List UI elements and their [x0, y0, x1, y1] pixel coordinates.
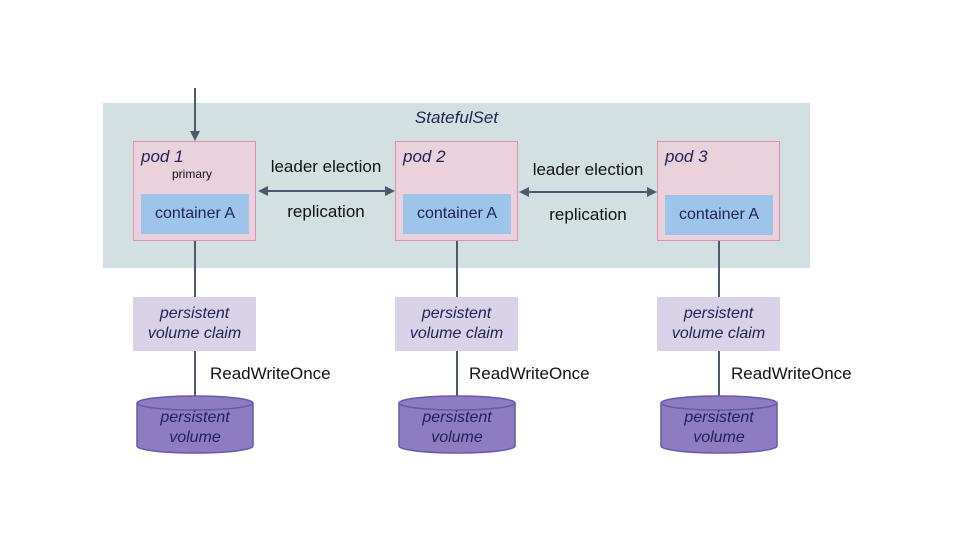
- persistent-volume-claim-3: persistent volume claim: [657, 297, 780, 351]
- pod-role-label: primary: [172, 167, 213, 181]
- pod-label: pod 2: [403, 147, 446, 166]
- persistent-volume-label: persistent volume: [422, 409, 492, 446]
- link-label-leader-election: leader election: [532, 160, 644, 179]
- container-box: container A: [665, 195, 773, 235]
- access-mode-label: ReadWriteOnce: [469, 364, 590, 383]
- pod-2: pod 2 container A: [395, 141, 518, 241]
- persistent-volume-label: persistent volume: [160, 409, 230, 446]
- container-box: container A: [141, 194, 249, 234]
- volume-cylinder-3: [660, 395, 778, 454]
- pod-label: pod 1: [141, 147, 184, 166]
- persistent-volume-label: persistent volume: [684, 409, 754, 446]
- persistent-volume-claim-2: persistent volume claim: [395, 297, 518, 351]
- container-box: container A: [403, 194, 511, 234]
- access-mode-label: ReadWriteOnce: [731, 364, 852, 383]
- statefulset-label: StatefulSet: [414, 108, 499, 127]
- link-label-replication: replication: [287, 202, 365, 221]
- volume-cylinder-2: [398, 395, 516, 454]
- pod-label: pod 3: [665, 147, 708, 166]
- volume-cylinder-1: [136, 395, 254, 454]
- pod-3: pod 3 container A: [657, 141, 780, 241]
- link-label-replication: replication: [549, 205, 627, 224]
- persistent-volume-claim-1: persistent volume claim: [133, 297, 256, 351]
- access-mode-label: ReadWriteOnce: [210, 364, 331, 383]
- pod-1: pod 1 primary container A: [133, 141, 256, 241]
- link-label-leader-election: leader election: [270, 157, 382, 176]
